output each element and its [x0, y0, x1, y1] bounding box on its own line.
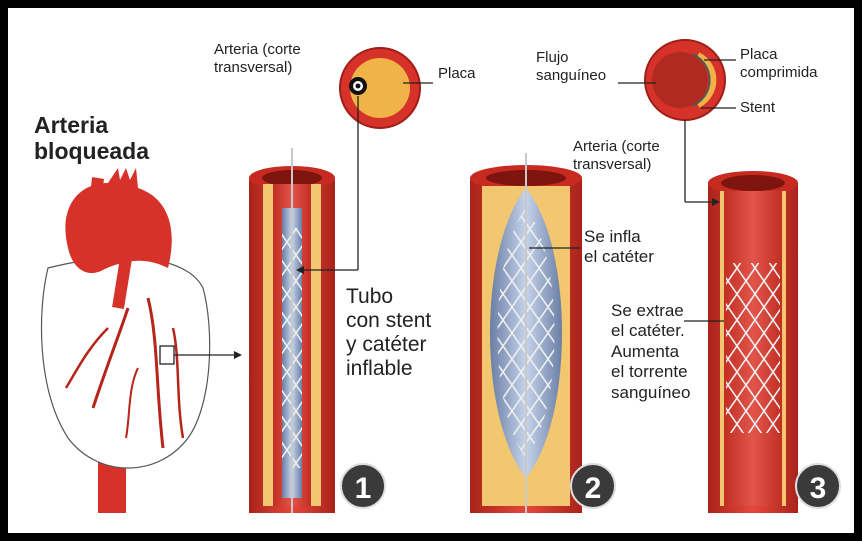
- diagram-canvas: 1 2 3 Arteria bloqueada Arteria (corte t…: [8, 8, 854, 533]
- step-badge-2: 2: [571, 464, 615, 508]
- label-flujo-sanguineo: Flujo sanguíneo: [536, 49, 606, 85]
- diagram-title: Arteria bloqueada: [34, 112, 149, 165]
- label-tubo-stent: Tubo con stent y catéter inflable: [346, 285, 431, 382]
- illustration: 1 2 3: [8, 8, 854, 533]
- label-placa-comprimida: Placa comprimida: [740, 46, 818, 82]
- step-badge-1: 1: [341, 464, 385, 508]
- heart-illustration: [41, 168, 242, 513]
- artery-tube-1: [249, 148, 335, 513]
- step-number-3: 3: [810, 472, 827, 505]
- label-arteria-corte-2: Arteria (corte transversal): [573, 138, 660, 174]
- label-placa: Placa: [438, 65, 476, 83]
- label-arteria-corte-1: Arteria (corte transversal): [214, 41, 301, 77]
- artery-tube-3: [708, 171, 798, 513]
- step-number-2: 2: [585, 472, 602, 505]
- artery-tube-2: [470, 153, 582, 513]
- step-badge-3: 3: [796, 464, 840, 508]
- label-se-extrae: Se extrae el catéter. Aumenta el torrent…: [611, 301, 690, 403]
- step-number-1: 1: [355, 472, 372, 505]
- label-stent: Stent: [740, 99, 775, 117]
- label-se-infla: Se infla el catéter: [584, 227, 654, 268]
